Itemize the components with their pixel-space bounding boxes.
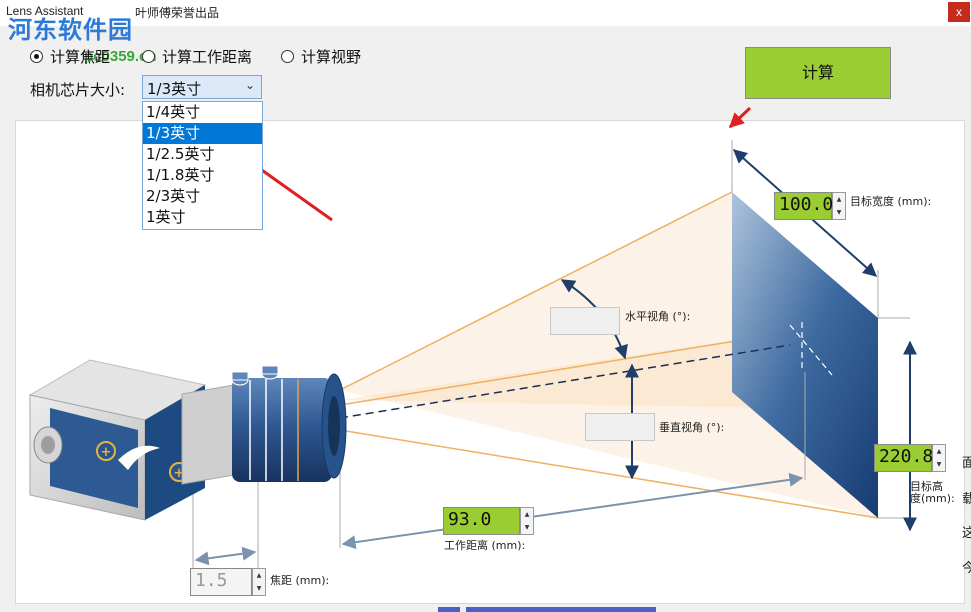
- focal-length-output[interactable]: 1.5: [190, 568, 252, 596]
- radio-dot-icon: [30, 50, 43, 63]
- target-height-input[interactable]: 220.8: [874, 444, 933, 472]
- target-height-label: 目标高: [910, 480, 943, 493]
- spin-up-icon[interactable]: ▲: [936, 448, 942, 455]
- optical-axis: [339, 344, 791, 419]
- sensor-size-label: 相机芯片大小:: [30, 81, 126, 99]
- chevron-down-icon[interactable]: ⌄: [244, 78, 255, 92]
- focal-length-spinner[interactable]: ▲▼: [252, 568, 266, 596]
- target-height-label-cont: 度(mm):: [910, 492, 955, 505]
- sensor-size-dropdown-list: 1/4英寸 1/3英寸 1/2.5英寸 1/1.8英寸 2/3英寸 1英寸: [142, 101, 263, 230]
- spin-down-icon[interactable]: ▼: [936, 461, 942, 468]
- svg-text:+: +: [101, 445, 112, 460]
- title-bar: Lens Assistant 叶师傅荣誉出品 x: [0, 0, 971, 26]
- svg-text:+: +: [174, 466, 185, 481]
- working-distance-label: 工作距离 (mm):: [444, 539, 526, 552]
- window-title: Lens Assistant: [6, 4, 84, 18]
- spin-up-icon[interactable]: ▲: [256, 572, 262, 579]
- taskbar-fragment: [466, 607, 656, 612]
- radio-calc-working-distance[interactable]: 计算工作距离: [142, 46, 252, 67]
- radio-label: 计算工作距离: [162, 48, 253, 66]
- close-button[interactable]: x: [948, 2, 970, 22]
- radio-dot-icon: [142, 50, 155, 63]
- dropdown-option[interactable]: 2/3英寸: [146, 187, 201, 205]
- working-distance-spinner[interactable]: ▲▼: [520, 507, 534, 535]
- radio-dot-icon: [281, 50, 294, 63]
- target-height-spinner[interactable]: ▲▼: [932, 444, 946, 472]
- sensor-size-value: 1/3英寸: [147, 80, 202, 98]
- radio-label: 计算视野: [301, 48, 362, 66]
- dropdown-option[interactable]: 1/1.8英寸: [146, 166, 215, 184]
- vertical-fov-label: 垂直视角 (°):: [659, 421, 725, 434]
- working-distance-arrow: [341, 472, 804, 550]
- spin-up-icon[interactable]: ▲: [836, 196, 842, 203]
- radio-calc-focal-length[interactable]: 计算焦距: [30, 46, 110, 67]
- radio-calc-field-of-view[interactable]: 计算视野: [281, 46, 361, 67]
- fov-edge-top: [339, 191, 733, 391]
- dropdown-option[interactable]: 1/3英寸: [143, 123, 262, 144]
- target-width-spinner[interactable]: ▲▼: [832, 192, 846, 220]
- edge-text-fragment: 载: [962, 492, 971, 507]
- edge-text-fragment: 这: [962, 526, 971, 541]
- lens-mount: [181, 383, 241, 485]
- horizontal-fov-label: 水平视角 (°):: [625, 310, 691, 323]
- working-distance-input[interactable]: 93.0: [443, 507, 520, 535]
- taskbar-fragment: [438, 607, 460, 612]
- camera-body-panel: [50, 408, 138, 508]
- spin-up-icon[interactable]: ▲: [524, 511, 530, 518]
- dropdown-option[interactable]: 1/2.5英寸: [146, 145, 215, 163]
- window-subtitle: 叶师傅荣誉出品: [135, 6, 220, 20]
- calculate-button[interactable]: 计算: [745, 47, 891, 99]
- horizontal-fov-output[interactable]: [550, 307, 620, 335]
- edge-text-fragment: 今: [962, 561, 971, 576]
- spin-down-icon[interactable]: ▼: [836, 209, 842, 216]
- watermark-site-name: 河东软件园: [8, 16, 133, 44]
- target-crosshair: [789, 324, 833, 376]
- radio-label: 计算焦距: [50, 48, 111, 66]
- watermark-url: pc0359.cn: [84, 48, 157, 65]
- focal-length-label: 焦距 (mm):: [270, 574, 330, 587]
- sensor-size-combobox[interactable]: 1/3英寸 ⌄: [142, 75, 262, 99]
- target-width-input[interactable]: 100.0: [774, 192, 833, 220]
- camera-logo: [118, 445, 160, 470]
- edge-text-fragment: 面: [962, 456, 971, 471]
- focal-length-arrow: [194, 546, 257, 566]
- camera-screw: [96, 441, 116, 461]
- annotation-arrow: [728, 106, 752, 129]
- dropdown-option[interactable]: 1英寸: [146, 208, 186, 226]
- spin-down-icon[interactable]: ▼: [256, 585, 262, 592]
- dropdown-option[interactable]: 1/4英寸: [146, 103, 201, 121]
- target-width-label: 目标宽度 (mm):: [850, 195, 932, 208]
- vertical-fov-output[interactable]: [585, 413, 655, 441]
- spin-down-icon[interactable]: ▼: [524, 524, 530, 531]
